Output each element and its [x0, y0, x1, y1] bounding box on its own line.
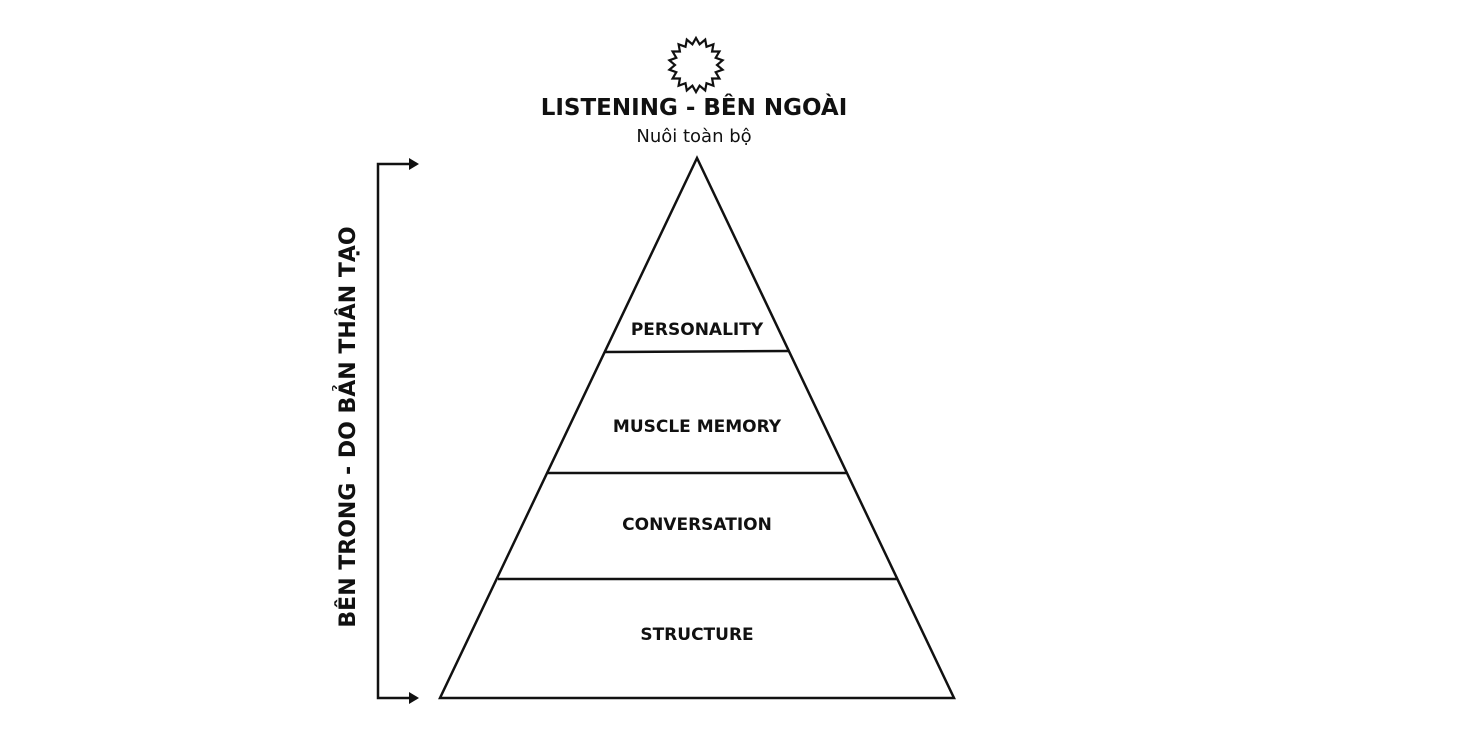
side-label: BÊN TRONG - DO BẢN THÂN TẠO: [333, 226, 361, 627]
bracket-arrow-icon: [376, 158, 419, 704]
pyramid-outline: [438, 155, 956, 700]
level-label-muscle-memory: MUSCLE MEMORY: [613, 417, 782, 437]
side-bracket: [376, 162, 417, 700]
arrow-bottom-icon: [409, 692, 419, 704]
starburst-icon: [667, 35, 725, 95]
level-label-conversation: CONVERSATION: [622, 515, 772, 535]
top-subtitle: Nuôi toàn bộ: [636, 126, 751, 147]
level-label-structure: STRUCTURE: [640, 625, 753, 645]
top-title: LISTENING - BÊN NGOÀI: [541, 93, 848, 121]
arrow-top-icon: [409, 158, 419, 170]
pyramid-divider: [604, 349, 790, 354]
level-label-personality: PERSONALITY: [631, 320, 764, 340]
